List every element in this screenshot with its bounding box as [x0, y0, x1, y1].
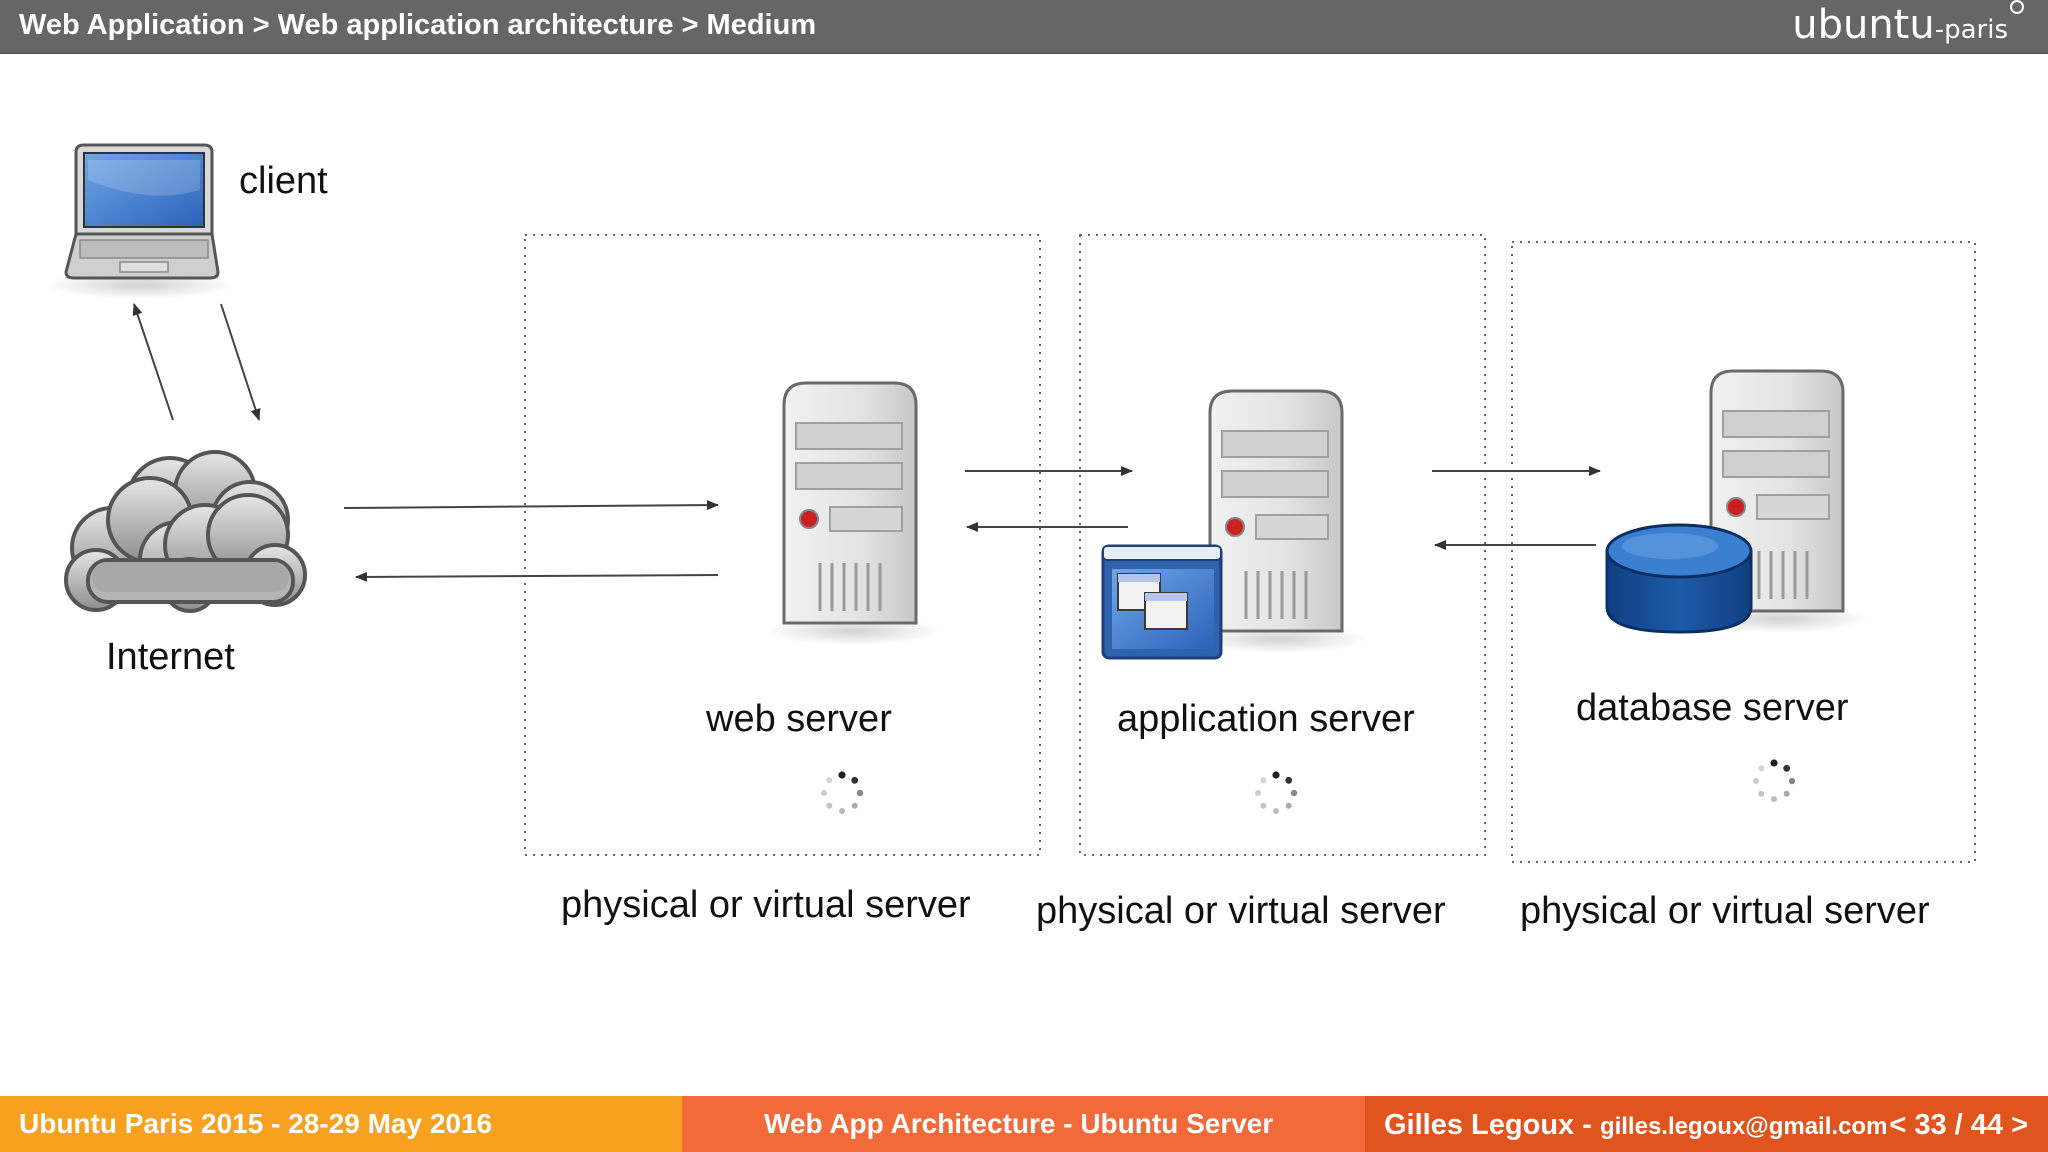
laptop-icon: [45, 143, 235, 299]
database-server-label: database server: [1576, 687, 1849, 729]
title-bar: Web Application > Web application archit…: [0, 0, 2048, 54]
footer-talk: Web App Architecture - Ubuntu Server: [682, 1096, 1365, 1152]
author-name: Gilles Legoux -: [1384, 1109, 1600, 1141]
footer-event: Ubuntu Paris 2015 - 28-29 May 2016: [0, 1096, 682, 1152]
application-window-icon: [1101, 544, 1223, 660]
application-server-label: application server: [1117, 698, 1415, 740]
database-server-box: [1511, 241, 1976, 863]
talk-title: Web App Architecture - Ubuntu Server: [764, 1108, 1274, 1139]
breadcrumb: Web Application > Web application archit…: [19, 9, 817, 41]
database-icon: [1605, 523, 1753, 634]
author-line: Gilles Legoux - gilles.legoux@gmail.com: [1384, 1109, 1887, 1142]
database-box-caption: physical or virtual server: [1520, 890, 1930, 932]
application-server-icon: [1192, 389, 1368, 653]
author-email: gilles.legoux@gmail.com: [1599, 1113, 1888, 1140]
client-label: client: [239, 160, 328, 202]
appserver-dbserver-arrows: [1432, 466, 1601, 550]
web-server-label: web server: [706, 698, 892, 740]
page-counter: < 33 / 44 >: [1889, 1109, 2028, 1141]
ubuntu-paris-logo: ubuntu-paris: [1792, 0, 2024, 48]
webserver-appserver-arrows: [965, 466, 1133, 532]
cloud-icon: [64, 450, 307, 613]
footer-bar: Ubuntu Paris 2015 - 28-29 May 2016 Web A…: [0, 1096, 2048, 1152]
logo-suffix: -paris: [1934, 15, 2008, 45]
web-box-caption: physical or virtual server: [561, 884, 971, 926]
client-internet-arrows: [132, 303, 261, 421]
event-text: Ubuntu Paris 2015 - 28-29 May 2016: [19, 1108, 493, 1139]
loading-spinner-icon: [1753, 759, 1796, 802]
loading-spinner-icon: [821, 771, 864, 814]
application-box-caption: physical or virtual server: [1036, 890, 1446, 932]
logo-word: ubuntu: [1792, 2, 1935, 48]
internet-webserver-arrows: [343, 500, 719, 582]
loading-spinner-icon: [1255, 771, 1298, 814]
web-server-icon: [766, 381, 942, 645]
web-server-box: [524, 234, 1041, 856]
footer-author: Gilles Legoux - gilles.legoux@gmail.com …: [1365, 1096, 2048, 1152]
internet-label: Internet: [106, 636, 235, 678]
circle-of-friends-icon: [2010, 0, 2024, 14]
